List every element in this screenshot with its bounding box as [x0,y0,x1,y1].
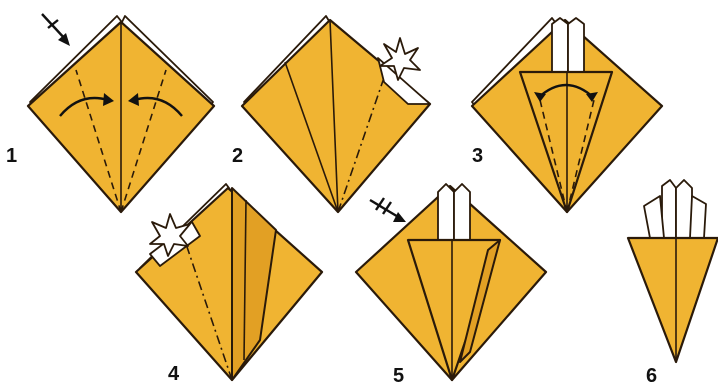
step-6-top-flap-left [662,180,676,238]
step-3-number: 3 [472,145,483,167]
step-4-figure: 4 [136,184,322,385]
step-3-top-flap-right [568,18,584,72]
step-6-side-layer-left [644,196,664,238]
step-5-top-flap-right [454,184,470,240]
step-1-number: 1 [6,145,17,167]
step-5-number: 5 [393,365,404,385]
step-4-number: 4 [168,363,180,385]
step-3-figure: 3 [472,18,662,212]
step-6-number: 6 [646,365,657,385]
step-2-number: 2 [232,145,243,167]
step-6-figure: 6 [628,180,718,385]
step-6-cone [628,238,718,362]
push-arrow-icon [42,14,66,40]
step-4-diamond [136,188,322,380]
step-1-figure: 1 [6,14,214,212]
step-5-top-flap-left [438,184,454,240]
step-3-top-flap-left [552,18,568,72]
step-2-figure: 2 [232,16,430,212]
step-5-push-arrowhead [393,212,406,222]
step-6-side-layer-right [690,196,706,238]
step-5-figure: 5 [356,184,546,385]
